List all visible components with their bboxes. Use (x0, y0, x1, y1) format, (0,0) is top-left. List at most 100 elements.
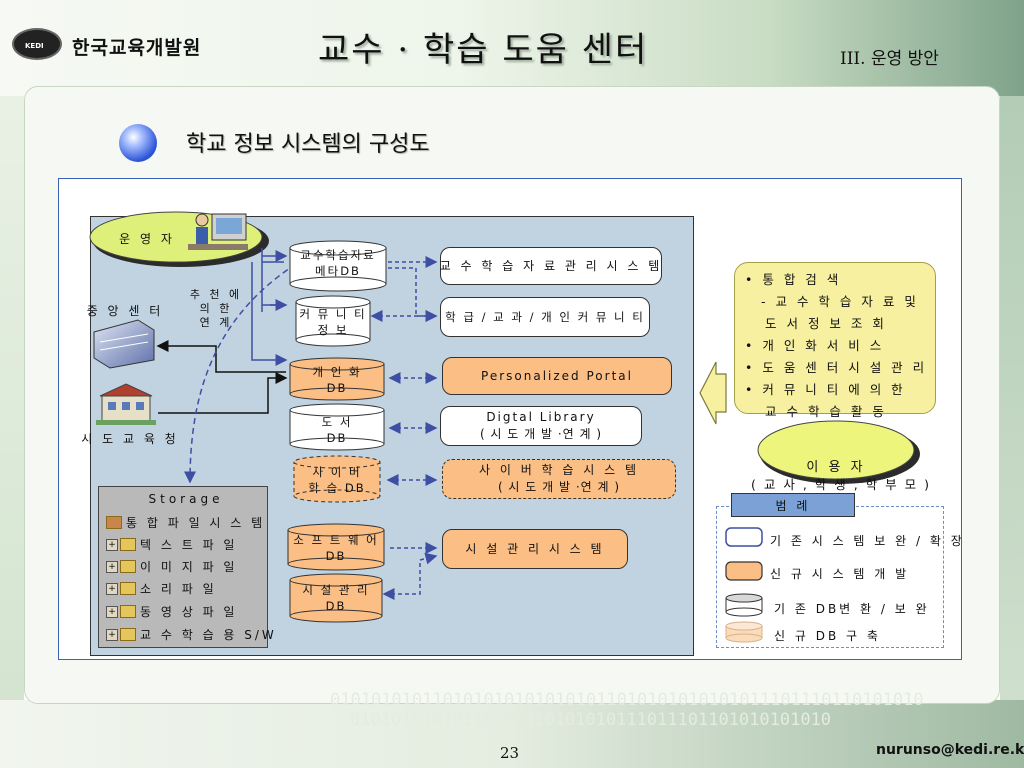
storage-title: Storage (148, 492, 224, 506)
legend-new-system-swatch (725, 561, 763, 581)
folder-icon (120, 628, 136, 641)
storage-item-label: 동 영 상 파 일 (140, 605, 238, 619)
legend-new-system: 신 규 시 스 템 개 발 (770, 567, 910, 581)
services-line: • 통 합 검 색 (745, 272, 842, 287)
cyber-learning-line-1: 사 이 버 학 습 시 스 템 (478, 463, 640, 477)
library-db-line-2: DB (326, 431, 348, 445)
central-center-label: 중 앙 센 터 (86, 304, 164, 318)
storage-item: 통 합 파 일 시 스 템 (106, 514, 265, 531)
teaching-db-line-1: 교수학습자료 (300, 248, 376, 262)
software-db-label: 소 프 트 웨 어 DB (288, 532, 384, 564)
recommend-line-2: 의 한 (199, 302, 233, 315)
community-db-line-2: 정 보 (317, 323, 349, 337)
storage-item: + 동 영 상 파 일 (106, 603, 237, 620)
community-db-cylinder (295, 295, 371, 347)
services-line: 교 수 학 습 활 동 (765, 404, 887, 419)
users-members: ( 교 사 , 학 생 , 학 부 모 ) (751, 477, 931, 492)
cyber-db-line-1: 사 이 버 (312, 465, 362, 479)
legend-title: 범 례 (731, 493, 855, 517)
cyber-db-line-2: 학 습 DB (308, 481, 366, 495)
slide-subtitle: 학교 정보 시스템의 구성도 (186, 132, 430, 157)
cyber-db-label: 사 이 버 학 습 DB (294, 464, 380, 496)
folder-icon (120, 560, 136, 573)
software-db-cylinder (287, 523, 385, 571)
binary-line-2: 0101010101011010101010101011101110110101… (350, 710, 832, 730)
legend-existing-system-swatch (725, 527, 763, 547)
services-arrow-icon (699, 361, 727, 425)
services-line: • 커 뮤 니 티 에 의 한 (745, 382, 906, 397)
blue-bullet-icon (119, 124, 157, 162)
cyber-learning-line-2: ( 시 도 개 발 ·연 계 ) (497, 480, 621, 494)
services-line: • 개 인 화 서 비 스 (745, 338, 885, 353)
storage-item-label: 이 미 지 파 일 (140, 560, 238, 574)
community-system: 학 급 / 교 과 / 개 인 커 뮤 니 티 (440, 297, 650, 337)
facility-mgmt-system: 시 설 관 리 시 스 템 (442, 529, 628, 569)
folder-icon (120, 538, 136, 551)
digital-library-line-1: Digtal Library (486, 410, 596, 424)
users-title: 이 용 자 (806, 460, 866, 475)
facility-db-line-1: 시 설 관 리 (302, 583, 370, 597)
users-oval (757, 420, 920, 484)
page-number: 23 (500, 744, 520, 762)
library-db-cylinder (289, 403, 385, 451)
header-background (0, 0, 1024, 96)
right-background (1000, 96, 1024, 700)
kedi-logo: KEDI (12, 28, 62, 60)
community-db-label: 커 뮤 니 티 정 보 (296, 306, 370, 338)
teaching-mgmt-system: 교 수 학 습 자 료 관 리 시 스 템 (440, 247, 662, 285)
cyber-db-cylinder (293, 455, 381, 503)
facility-db-line-2: DB (325, 599, 347, 613)
community-db-line-1: 커 뮤 니 티 (299, 307, 367, 321)
folder-icon (120, 605, 136, 618)
library-db-line-1: 도 서 (321, 415, 353, 429)
legend-new-db-swatch (725, 621, 763, 643)
storage-item-label: 통 합 파 일 시 스 템 (126, 516, 266, 530)
personal-db-cylinder (289, 357, 385, 401)
personal-db-line-2: DB (326, 381, 348, 395)
teaching-db-label: 교수학습자료 메타DB (284, 247, 392, 279)
central-building-icon (93, 319, 155, 369)
personal-db-line-1: 개 인 화 (312, 365, 362, 379)
services-line: • 도 움 센 터 시 설 관 리 (745, 360, 928, 375)
regional-building-icon (96, 383, 156, 425)
storage-item-label: 텍 스 트 파 일 (140, 538, 238, 552)
expand-icon: + (106, 605, 118, 618)
recommend-line-1: 추 천 에 (189, 288, 243, 301)
library-db-label: 도 서 DB (290, 414, 384, 446)
software-db-line-2: DB (325, 549, 347, 563)
storage-item: + 소 리 파 일 (106, 580, 217, 597)
storage-item-label: 교 수 학 습 용 S/W (140, 628, 277, 642)
software-db-line-1: 소 프 트 웨 어 (293, 533, 379, 547)
footer-background (0, 700, 1024, 768)
legend-new-db: 신 규 DB 구 축 (774, 629, 881, 643)
binary-line-1: 0101010101101010101010101011010101010101… (330, 690, 924, 710)
legend-existing-system: 기 존 시 스 템 보 완 / 확 장 (770, 534, 965, 548)
digital-library-system: Digtal Library ( 시 도 개 발 ·연 계 ) (440, 406, 642, 446)
storage-item: + 교 수 학 습 용 S/W (106, 626, 277, 643)
services-box: • 통 합 검 색 - 교 수 학 습 자 료 및 도 서 정 보 조 회 • … (734, 262, 936, 419)
binary-decoration: 0101010101101010101010101011010101010101… (330, 690, 1000, 734)
personal-db-label: 개 인 화 DB (290, 364, 384, 396)
services-line: 도 서 정 보 조 회 (765, 316, 887, 331)
operator-person-icon (188, 213, 248, 250)
left-background (0, 96, 24, 700)
services-line: - 교 수 학 습 자 료 및 (761, 294, 919, 309)
org-name: 한국교육개발원 (72, 37, 202, 59)
storage-item: + 이 미 지 파 일 (106, 558, 237, 575)
logo-text: KEDI (25, 42, 44, 50)
facility-db-cylinder (289, 573, 383, 623)
storage-item-label: 소 리 파 일 (140, 582, 217, 596)
operator-label: 운 영 자 (119, 232, 175, 246)
teaching-db-line-2: 메타DB (315, 264, 361, 278)
storage-item: + 텍 스 트 파 일 (106, 536, 237, 553)
expand-icon: + (106, 538, 118, 551)
expand-icon: + (106, 560, 118, 573)
contact-email: nurunso@kedi.re.kr (876, 742, 1024, 758)
legend-existing-db: 기 존 DB변 환 / 보 완 (774, 602, 930, 616)
slide-title: 교수 · 학습 도움 센터 (318, 30, 649, 70)
cyber-learning-system: 사 이 버 학 습 시 스 템 ( 시 도 개 발 ·연 계 ) (442, 459, 676, 499)
regional-office-label: 시 도 교 육 청 (81, 432, 179, 446)
package-icon (106, 516, 122, 529)
section-label: III. 운영 방안 (840, 49, 939, 69)
